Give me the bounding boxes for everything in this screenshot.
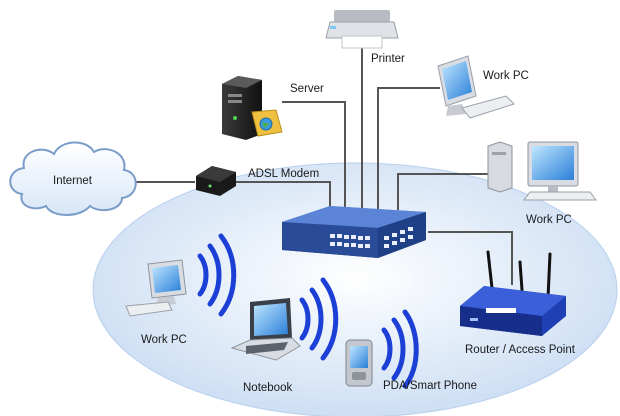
laptop-icon (230, 298, 301, 361)
server-tower-icon (222, 76, 283, 140)
label-work-pc-top: Work PC (483, 70, 529, 82)
lan-area (92, 162, 618, 416)
desktop-pc-icon (487, 141, 597, 201)
adsl-modem-icon (196, 166, 236, 196)
label-server: Server (290, 83, 324, 95)
network-switch-icon (282, 206, 426, 258)
wifi-waves-icon (197, 233, 237, 317)
printer-icon (325, 10, 399, 49)
label-work-pc-wireless: Work PC (141, 334, 187, 346)
wireless-router-icon (460, 250, 566, 336)
label-printer: Printer (371, 53, 405, 65)
wifi-waves-icon (381, 309, 419, 389)
wireless-pc-icon (125, 259, 187, 317)
label-adsl-modem: ADSL Modem (248, 168, 320, 180)
label-internet: Internet (53, 175, 92, 187)
desktop-pc-icon (437, 55, 515, 119)
label-router: Router / Access Point (465, 344, 575, 356)
wifi-waves-icon (299, 277, 339, 361)
label-work-pc-right: Work PC (526, 214, 572, 226)
internet-cloud-icon (9, 141, 137, 216)
network-cables (132, 48, 513, 285)
label-pda: PDA/Smart Phone (383, 380, 477, 392)
label-notebook: Notebook (243, 382, 293, 394)
pda-icon (345, 339, 373, 387)
